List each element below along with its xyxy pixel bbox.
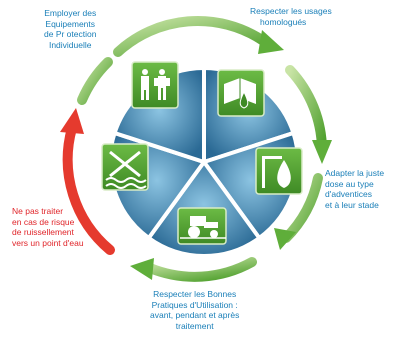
arrow-segment-red — [62, 123, 115, 255]
label-good-practices: Respecter les Bonnes Pratiques d'Utilisa… — [150, 289, 240, 331]
no-water-icon — [101, 143, 149, 191]
cycle-arrows — [60, 15, 332, 282]
arrow-segment — [113, 15, 267, 57]
arrow-head — [130, 258, 154, 280]
protective-equipment-icon — [131, 61, 179, 109]
label-adjust-dose: Adapter la juste dose au type d'adventic… — [325, 168, 385, 210]
label-no-treatment: Ne pas traiter en cas de risque de ruiss… — [12, 206, 84, 248]
label-approved-uses: Respecter les usages homologués — [250, 6, 332, 27]
arrow-head-red — [60, 108, 84, 134]
tractor-icon — [177, 207, 227, 245]
arrow-segment — [145, 257, 257, 282]
book-drop-icon — [217, 69, 265, 117]
sprayer-drop-icon — [255, 147, 303, 195]
label-ppe: Employer des Equipements de Pr otection … — [44, 8, 97, 50]
arrow-segment — [77, 57, 113, 105]
arrow-head — [312, 140, 332, 164]
arrow-head — [258, 30, 284, 54]
arrow-head — [274, 228, 296, 250]
